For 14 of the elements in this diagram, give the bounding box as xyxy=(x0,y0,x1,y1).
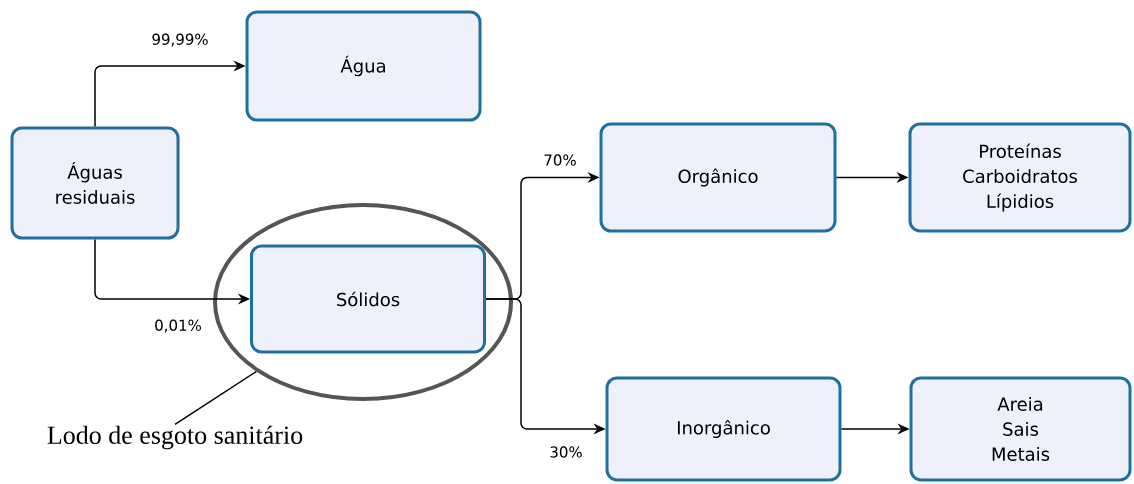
annotation-text: Lodo de esgoto sanitário xyxy=(47,425,303,450)
leader-line xyxy=(174,370,257,426)
edge-label: 70% xyxy=(544,154,576,166)
process-box: Orgânico xyxy=(599,122,837,233)
ring-outline xyxy=(213,203,513,401)
process-box: Inorgânico xyxy=(605,376,842,482)
process-box: Água xyxy=(245,10,482,122)
process-box: Areia Sais Metais xyxy=(909,376,1132,482)
edge-label: 30% xyxy=(550,446,582,458)
process-box: Águas residuais xyxy=(10,126,180,240)
edge-label: 99,99% xyxy=(152,33,208,47)
process-box: Proteínas Carboidratos Lípidios xyxy=(908,122,1132,233)
process-box: Sólidos xyxy=(250,244,486,354)
edge-label: 0,01% xyxy=(155,319,201,333)
